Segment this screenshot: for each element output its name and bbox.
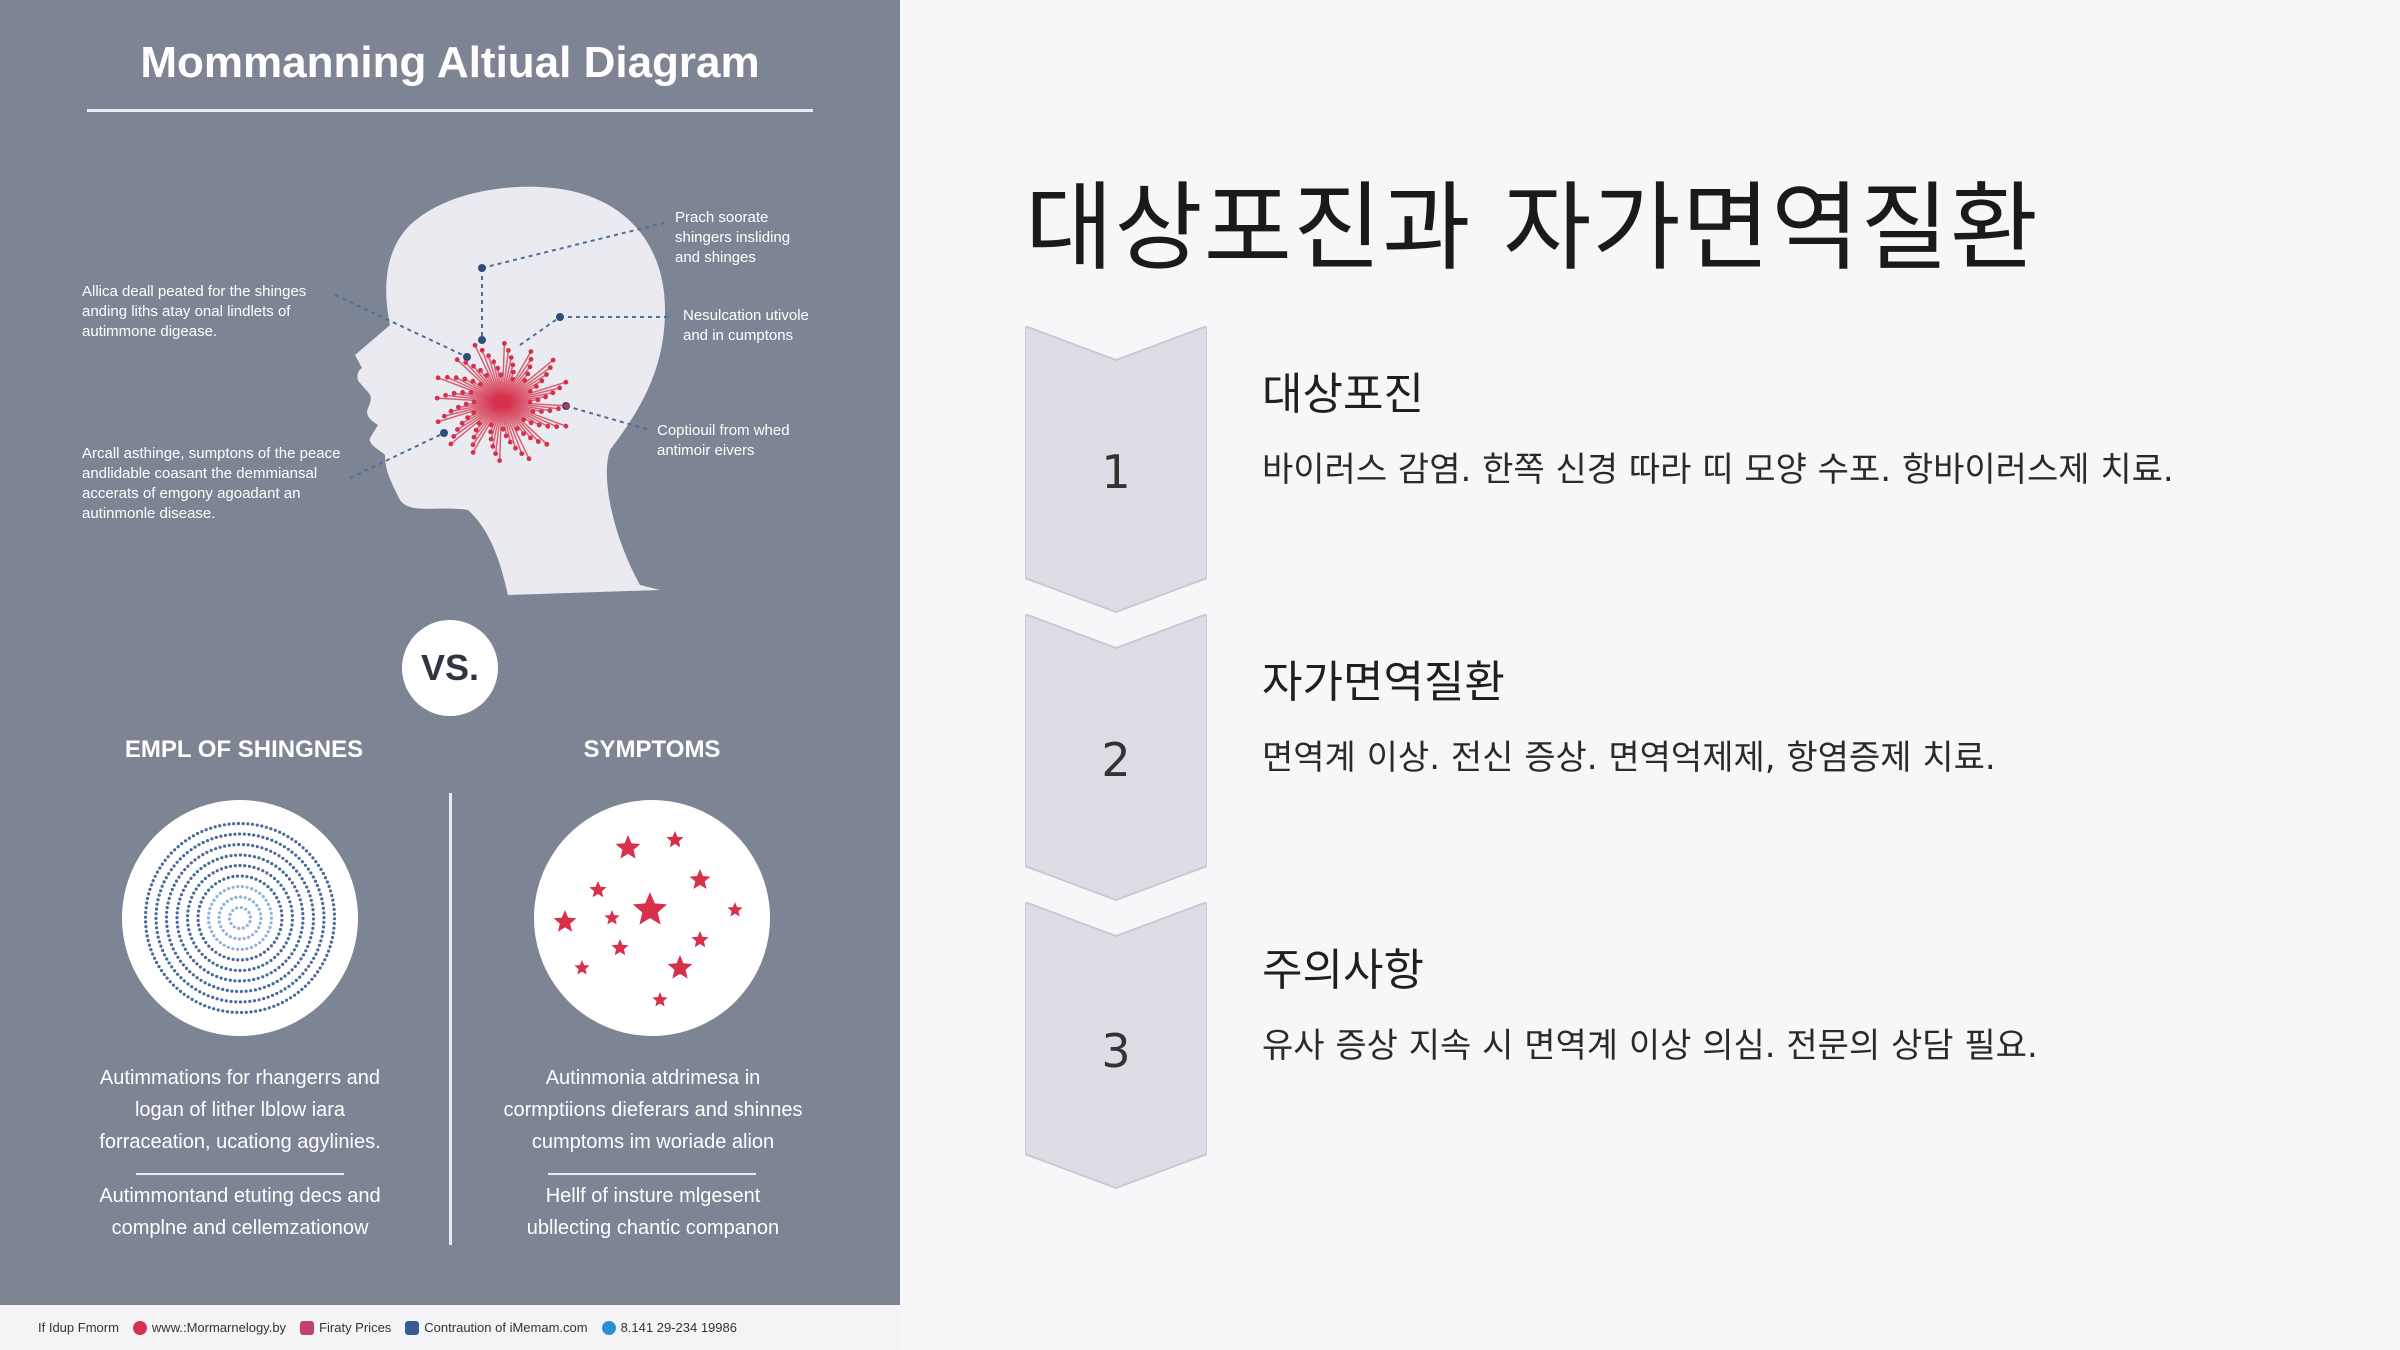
right-column-rule [548, 1173, 756, 1175]
twitter-icon [601, 1320, 616, 1335]
left-column-text-2: Autimmontand etuting decs and complne an… [99, 1185, 381, 1239]
left-column-rule [136, 1173, 344, 1175]
step-1-number: 1 [1101, 445, 1131, 499]
infographic-title: Mommanning Altiual Diagram [140, 38, 760, 87]
callout-left-upper: Allica deall peated for the shinges andi… [82, 283, 307, 340]
step-3-chevron [1025, 902, 1207, 1190]
right-column-text-1: Autinmonia atdrimesa in cormptiions dief… [503, 1067, 803, 1153]
column-divider [449, 793, 452, 1245]
callout-right-mid: Nesulcation utivole and in cumptons [683, 307, 809, 344]
web-icon [132, 1320, 147, 1335]
step-3-description: 유사 증상 지속 시 면역계 이상 의심. 전문의 상담 필요. [1262, 1026, 2038, 1066]
step-3-number: 3 [1101, 1024, 1131, 1078]
footer-item-3[interactable]: Firaty Prices [300, 1320, 391, 1335]
right-column-text-2: Hellf of insture mlgesent ubllecting cha… [526, 1185, 780, 1239]
step-1-chevron [1025, 326, 1207, 614]
left-column-heading: EMPL OF SHINGNES [124, 736, 364, 763]
step-2-number: 2 [1101, 733, 1131, 787]
slide-title: 대상포진과 자가면역질환 [1025, 172, 2040, 284]
symptom-star-pattern [553, 831, 743, 1007]
vs-badge: VS. [402, 620, 498, 716]
instagram-icon [300, 1320, 315, 1335]
step-2-heading: 자가면역질환 [1262, 657, 1505, 708]
step-2-description: 면역계 이상. 전신 증상. 면역억제제, 항염증제 치료. [1262, 738, 1996, 778]
footer-item-4[interactable]: Contraution of iMemam.com [405, 1320, 588, 1335]
nerve-burst [434, 341, 570, 463]
right-column-heading: SYMPTOMS [583, 736, 721, 763]
step-2-chevron [1025, 614, 1207, 902]
virus-dot-pattern [143, 821, 337, 1015]
callout-top-right: Prach soorate shingers insliding and shi… [675, 209, 791, 266]
step-1-heading: 대상포진 [1262, 369, 1424, 420]
footer-item-1: If Idup Fmorm [38, 1320, 119, 1335]
footer-item-5[interactable]: 8.141 29-234 19986 [601, 1320, 737, 1335]
infographic-panel: Mommanning Altiual Diagram [0, 0, 900, 1350]
step-1-description: 바이러스 감염. 한쪽 신경 따라 띠 모양 수포. 항바이러스제 치료. [1262, 450, 2174, 490]
facebook-icon [405, 1320, 420, 1335]
footer-item-2[interactable]: www.:Mormarnelogy.by [132, 1320, 286, 1335]
head-illustration [122, 186, 770, 1036]
step-3-heading: 주의사항 [1262, 945, 1424, 996]
callout-left-lower: Arcall asthinge, sumptons of the peace a… [82, 445, 341, 522]
infographic-footer: If Idup Fmorm www.:Mormarnelogy.by Firat… [0, 1305, 900, 1350]
title-underline [87, 109, 813, 112]
callout-right-low: Coptiouil from whed antimoir eivers [657, 422, 790, 459]
left-column-text-1: Autimmations for rhangerrs and logan of … [99, 1067, 381, 1153]
